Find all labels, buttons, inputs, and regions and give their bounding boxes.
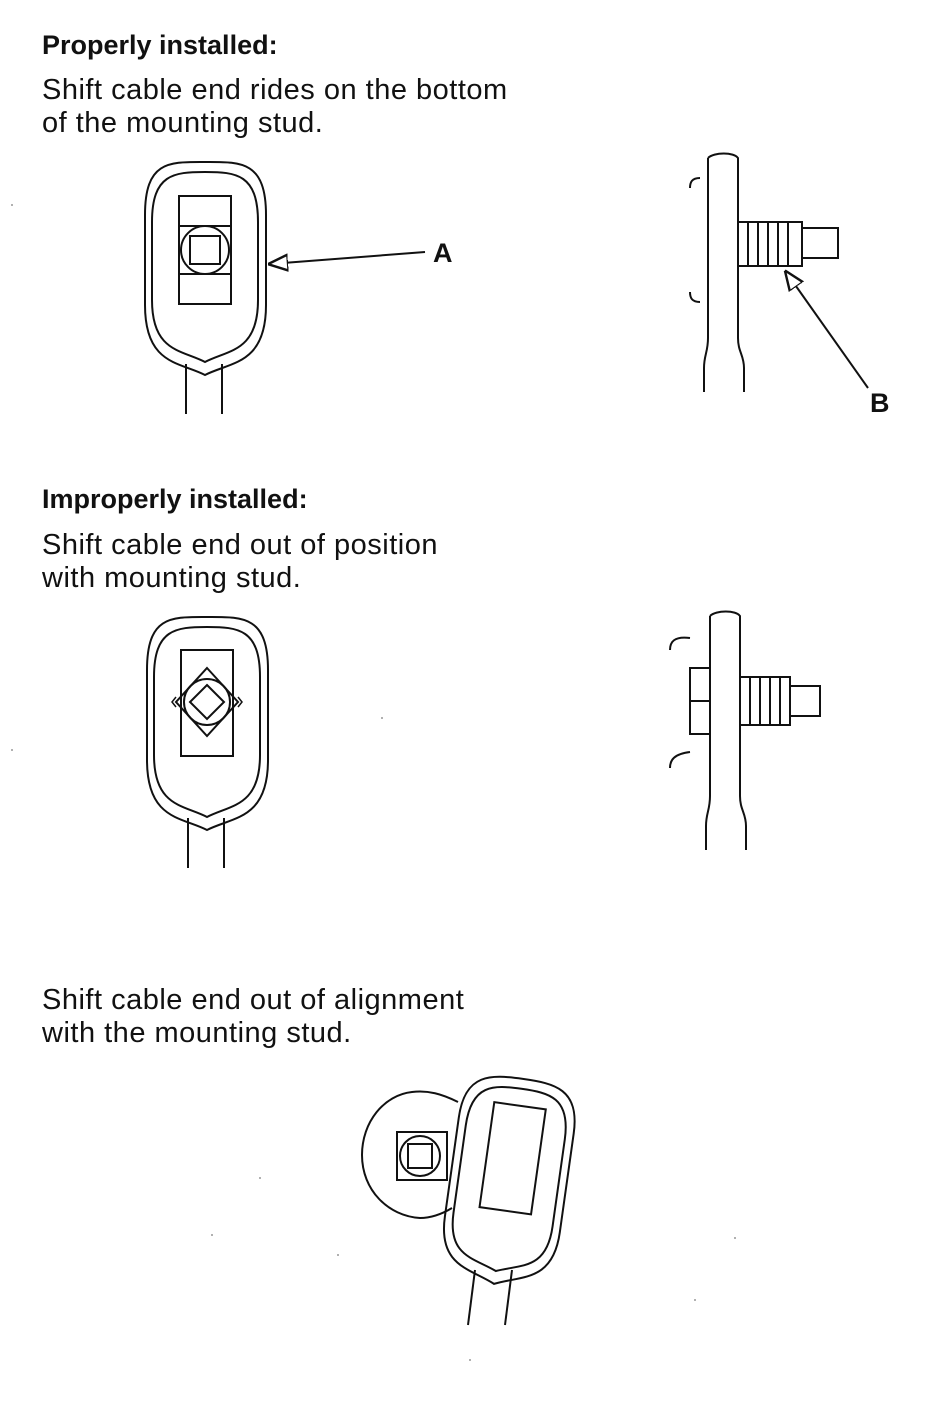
- proper-cable-end-front-view: [144, 160, 267, 414]
- section-1-line-1: Shift cable end rides on the bottom: [42, 74, 508, 106]
- section-2-description: Shift cable end out of position with mou…: [42, 529, 438, 595]
- improper-cable-end-front-view: [146, 615, 269, 868]
- proper-stud-side-view: [689, 152, 839, 392]
- misaligned-cable-end-view: [360, 1075, 576, 1326]
- section-2-line-2: with mounting stud.: [42, 562, 302, 594]
- scan-speckles: [11, 204, 736, 1361]
- callout-b-arrow: [786, 272, 869, 389]
- section-1-heading: Properly installed:: [42, 30, 278, 60]
- callout-a-label: A: [433, 238, 453, 268]
- section-2-heading: Improperly installed:: [42, 484, 308, 514]
- section-1-line-2: of the mounting stud.: [42, 107, 324, 139]
- section-3-line-2: with the mounting stud.: [42, 1017, 352, 1049]
- improper-stud-side-view: [669, 610, 821, 850]
- section-1-description: Shift cable end rides on the bottom of t…: [42, 74, 508, 140]
- section-2-line-1: Shift cable end out of position: [42, 529, 438, 561]
- callout-b-label: B: [870, 388, 890, 418]
- callout-a-arrow: [270, 251, 426, 264]
- section-3-description: Shift cable end out of alignment with th…: [42, 984, 464, 1050]
- section-3-line-1: Shift cable end out of alignment: [42, 984, 465, 1016]
